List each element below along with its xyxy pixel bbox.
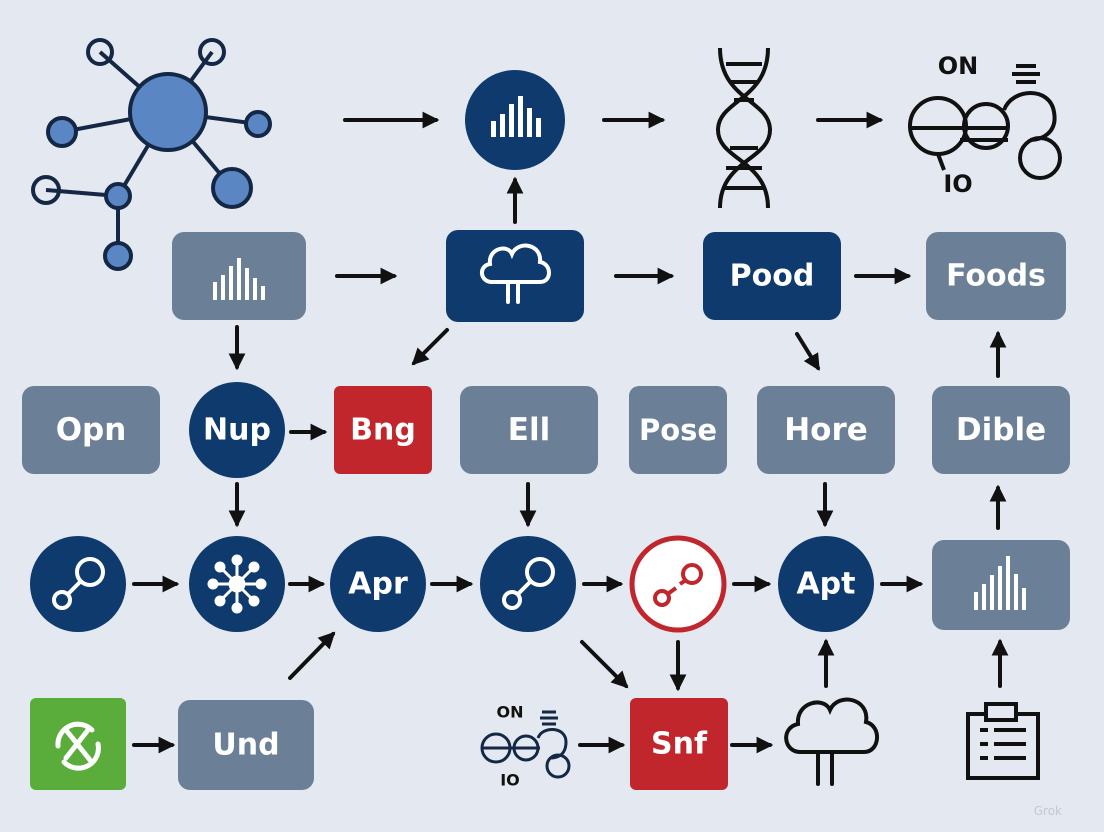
cloud-icon <box>480 243 551 304</box>
bar-chart-icon <box>491 96 541 137</box>
circle-apr <box>330 536 426 632</box>
recycle-icon <box>55 721 101 771</box>
box-und <box>178 700 314 790</box>
box-foods <box>926 232 1066 320</box>
box-bng <box>334 386 432 474</box>
box-pood-label: Pood <box>730 259 815 294</box>
arrow <box>288 631 336 680</box>
circle-nup <box>189 382 285 478</box>
broken-link-icon <box>653 563 703 607</box>
arrow <box>795 332 820 371</box>
arrows <box>132 111 1009 754</box>
link-icon <box>502 557 555 610</box>
box-opn <box>22 386 160 474</box>
box-dible <box>932 386 1070 474</box>
box-pose-label: Pose <box>639 413 717 447</box>
link-circle <box>30 536 126 632</box>
molecule-label-top: ON <box>938 52 979 80</box>
circle-nup-label: Nup <box>203 413 271 448</box>
box-ell-label: Ell <box>508 412 550 448</box>
bar-chart-box <box>172 232 306 320</box>
molecule-small-label-top: ON <box>497 703 524 722</box>
hub-circle <box>189 536 285 632</box>
circle-apr-label: Apr <box>348 567 408 602</box>
dna-icon <box>715 47 773 209</box>
watermark: Grok <box>1033 804 1062 818</box>
box-hore-label: Hore <box>784 412 868 448</box>
box-dible-label: Dible <box>956 412 1046 448</box>
box-snf-label: Snf <box>651 727 708 762</box>
hub-icon <box>207 554 267 614</box>
link-circle <box>480 536 576 632</box>
bar-chart-icon <box>974 556 1026 610</box>
broken-link-circle <box>629 535 727 633</box>
box-hore <box>757 386 895 474</box>
box-bng-label: Bng <box>350 413 416 448</box>
molecule-icon: ON IO <box>908 52 1062 198</box>
circle-apt <box>778 536 874 632</box>
molecule-label-bottom: IO <box>943 170 972 198</box>
box-foods-label: Foods <box>946 259 1046 294</box>
bar-chart-box <box>932 540 1070 630</box>
bar-chart-icon <box>213 258 265 300</box>
box-pood <box>703 232 841 320</box>
arrow <box>411 328 449 366</box>
box-snf <box>630 698 728 790</box>
cloud-box <box>446 230 584 322</box>
recycle-box <box>30 698 126 790</box>
box-ell <box>460 386 598 474</box>
clipboard-icon <box>966 702 1040 780</box>
arrow <box>580 640 629 689</box>
network-icon <box>31 38 272 271</box>
box-pose <box>629 386 727 474</box>
circle-apt-label: Apt <box>796 567 855 602</box>
box-opn-label: Opn <box>56 412 127 448</box>
link-icon <box>52 557 105 610</box>
molecule-icon-small: ON IO <box>480 703 571 790</box>
molecule-small-label-bottom: IO <box>500 771 520 790</box>
cloud-icon <box>784 697 879 786</box>
bar-chart-circle <box>465 70 565 170</box>
box-und-label: Und <box>212 728 279 763</box>
